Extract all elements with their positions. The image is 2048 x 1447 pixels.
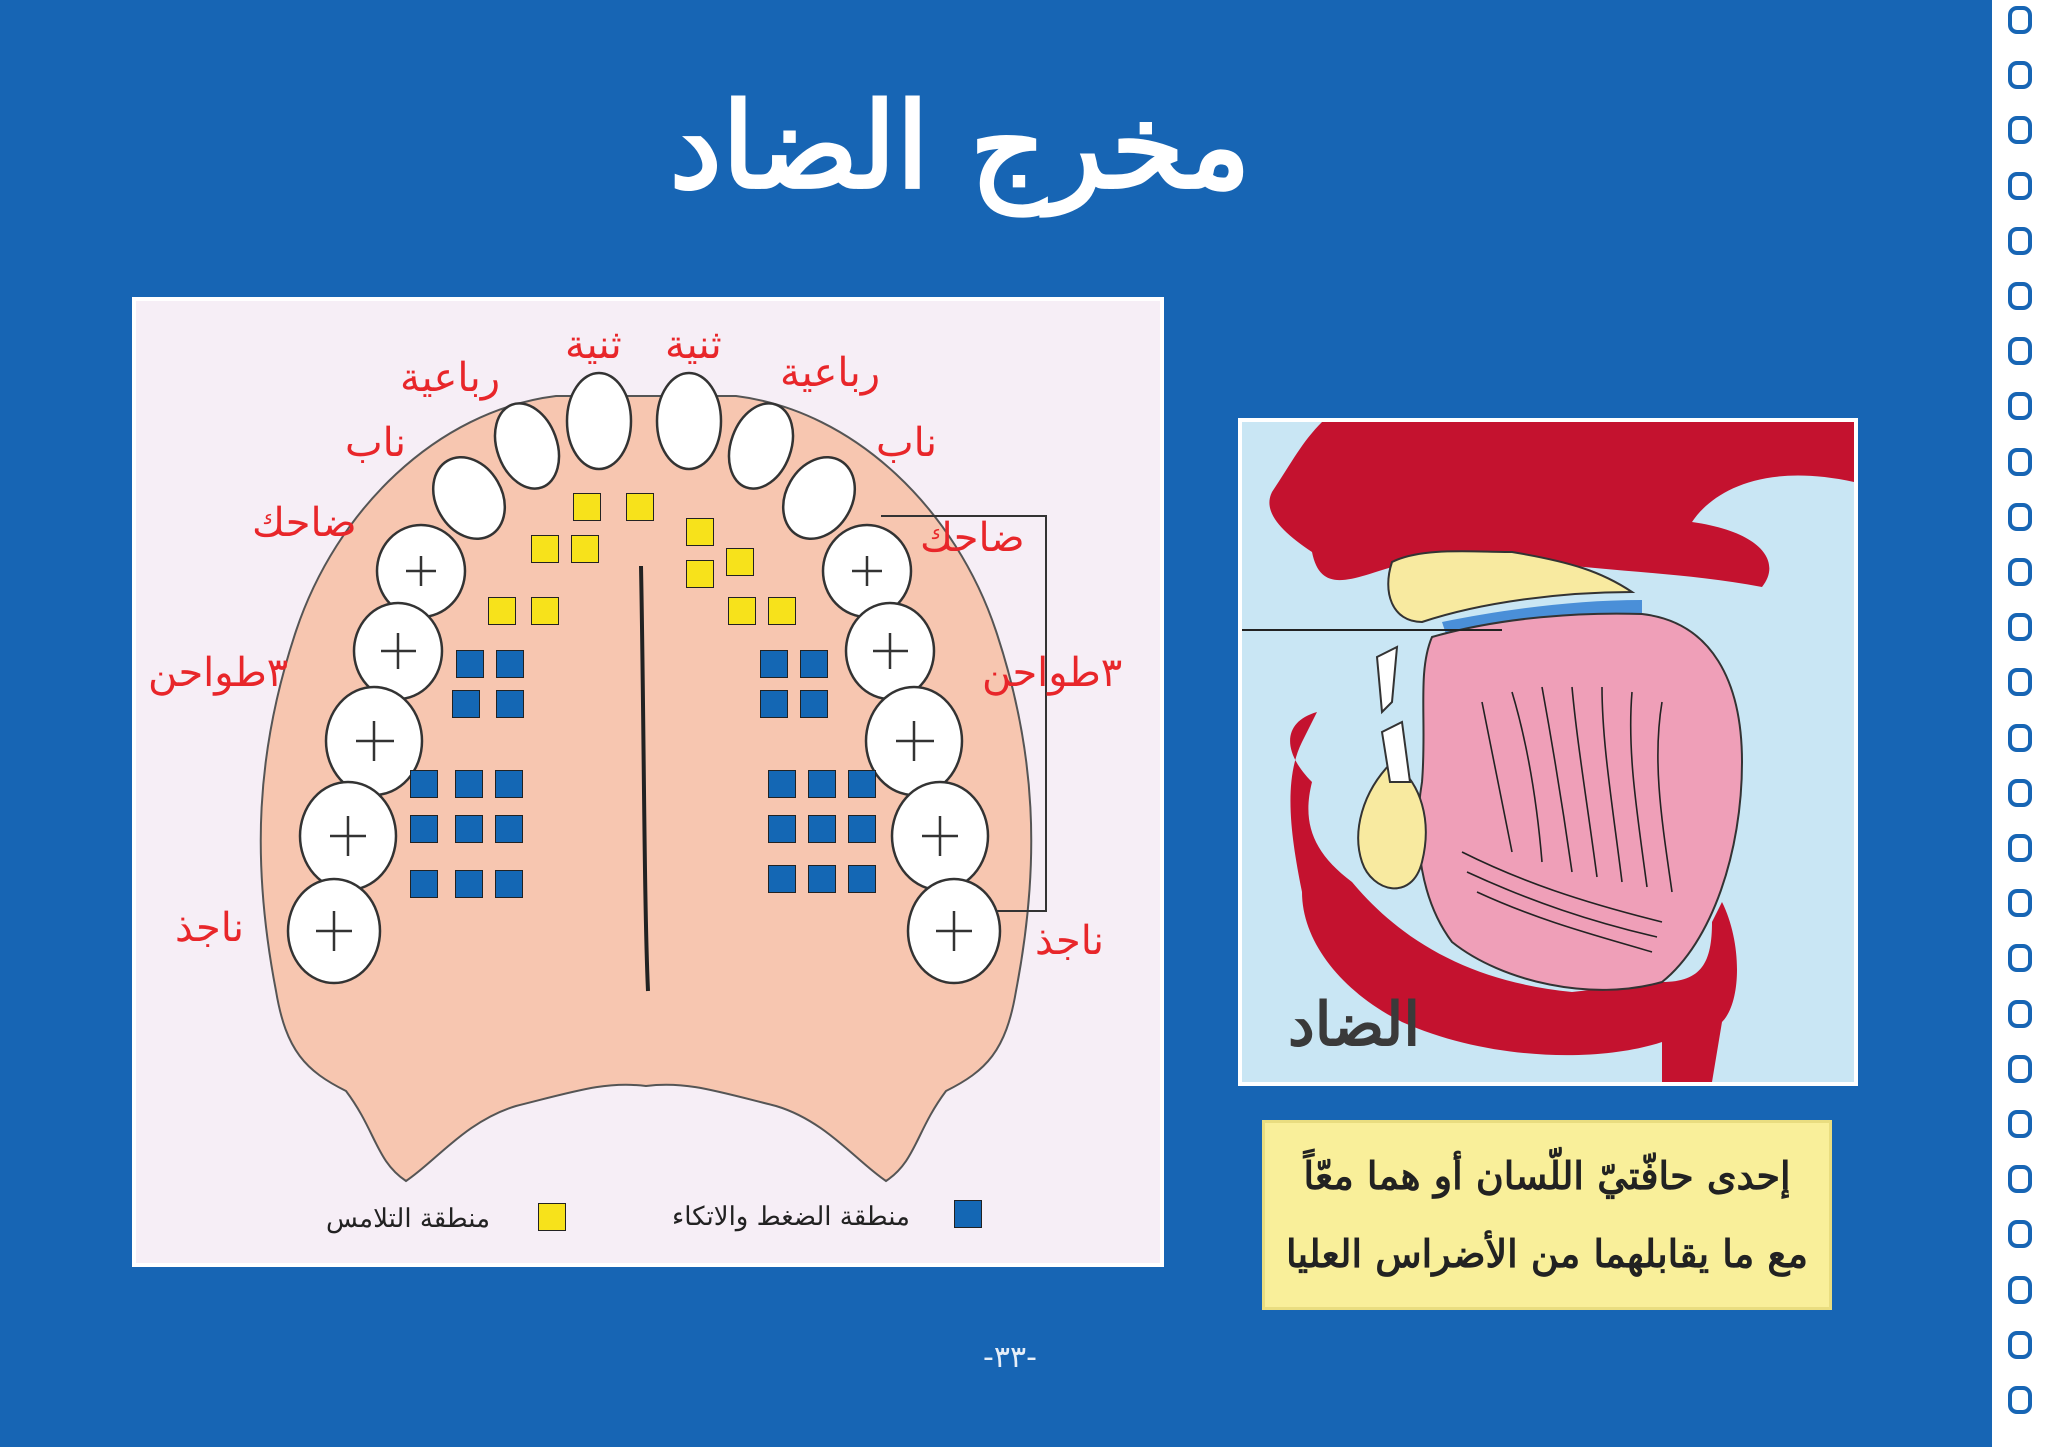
binding-ring — [2008, 282, 2032, 310]
mouth-section-diagram — [1238, 418, 1858, 1086]
contact-zone-square — [728, 597, 756, 625]
contact-zone-square — [531, 597, 559, 625]
pressure-zone-square — [760, 650, 788, 678]
label-lateral-left: رباعية — [400, 355, 501, 401]
pressure-zone-square — [848, 865, 876, 893]
pressure-zone-square — [760, 690, 788, 718]
pressure-zone-square — [768, 770, 796, 798]
pressure-zone-square — [496, 690, 524, 718]
caption-line-2: مع ما يقابلهما من الأضراس العليا — [1285, 1231, 1809, 1276]
pressure-zone-square — [495, 870, 523, 898]
pressure-zone-square — [495, 815, 523, 843]
binding-ring — [2008, 1275, 2032, 1304]
binding-ring — [2008, 1220, 2032, 1249]
contact-zone-square — [726, 548, 754, 576]
label-lateral-right: رباعية — [780, 350, 881, 396]
pressure-zone-square — [455, 870, 483, 898]
legend-pressure-swatch — [954, 1200, 982, 1228]
page-number: -٣٣- — [983, 1340, 1037, 1375]
caption-line-1: إحدى حافّتيّ اللّسان أو هما معّاً — [1303, 1153, 1791, 1198]
pressure-zone-square — [800, 650, 828, 678]
pressure-zone-square — [808, 770, 836, 798]
diagram-sound-label: الضاد — [1288, 990, 1420, 1060]
label-wisdom-left: ناجذ — [175, 905, 245, 951]
binding-ring — [2008, 61, 2032, 90]
label-central-right: ثنية — [665, 322, 722, 368]
contact-zone-square — [571, 535, 599, 563]
binding-ring — [2008, 502, 2032, 531]
spiral-binding — [1992, 0, 2048, 1447]
binding-ring — [2008, 999, 2032, 1028]
binding-ring — [2008, 723, 2032, 752]
contact-zone-square — [686, 518, 714, 546]
label-molars-left: ٣طواحن — [148, 650, 289, 696]
label-wisdom-right: ناجذ — [1035, 918, 1105, 964]
pressure-zone-square — [410, 870, 438, 898]
label-canine-right: ناب — [876, 420, 937, 466]
binding-ring — [2008, 392, 2032, 421]
legend-contact-swatch — [538, 1203, 566, 1231]
caption-box: إحدى حافّتيّ اللّسان أو هما معّاً مع ما … — [1262, 1120, 1832, 1310]
contact-zone-square — [626, 493, 654, 521]
binding-ring — [2008, 1110, 2032, 1138]
pressure-zone-square — [768, 815, 796, 843]
contact-zone-square — [573, 493, 601, 521]
pressure-zone-square — [410, 770, 438, 798]
label-premolar-left: ضاحك — [252, 500, 357, 546]
palate-diagram-panel — [132, 297, 1164, 1267]
page-title: مخرج الضاد — [669, 76, 1251, 215]
binding-ring — [2008, 447, 2032, 476]
binding-ring — [2008, 1054, 2032, 1083]
pressure-zone-square — [452, 690, 480, 718]
contact-zone-square — [768, 597, 796, 625]
pressure-zone-square — [496, 650, 524, 678]
contact-zone-square — [686, 560, 714, 588]
pressure-zone-square — [495, 770, 523, 798]
binding-ring — [2008, 558, 2032, 586]
binding-ring — [2008, 778, 2032, 807]
palate-diagram — [136, 301, 1160, 1263]
pressure-zone-square — [808, 865, 836, 893]
label-canine-left: ناب — [345, 420, 406, 466]
label-central-left: ثنية — [565, 322, 622, 368]
pressure-zone-square — [848, 815, 876, 843]
binding-ring — [2008, 1165, 2032, 1194]
label-molars-right: ٣طواحن — [982, 650, 1123, 696]
pressure-zone-square — [456, 650, 484, 678]
binding-ring — [2008, 337, 2032, 366]
contact-zone-square — [488, 597, 516, 625]
binding-ring — [2008, 889, 2032, 918]
mouth-section-svg — [1242, 422, 1854, 1082]
binding-ring — [2008, 1330, 2032, 1359]
pressure-zone-square — [455, 815, 483, 843]
binding-ring — [2008, 6, 2032, 34]
binding-ring — [2008, 226, 2032, 255]
pressure-zone-square — [768, 865, 796, 893]
legend-contact-label: منطقة التلامس — [326, 1204, 491, 1234]
binding-ring — [2008, 944, 2032, 973]
pressure-zone-square — [848, 770, 876, 798]
binding-ring — [2008, 1386, 2032, 1414]
pressure-zone-square — [800, 690, 828, 718]
binding-ring — [2008, 613, 2032, 642]
pressure-zone-square — [410, 815, 438, 843]
binding-ring — [2008, 116, 2032, 145]
pressure-zone-square — [808, 815, 836, 843]
binding-ring — [2008, 668, 2032, 697]
binding-ring — [2008, 834, 2032, 862]
label-premolar-right: ضاحك — [920, 515, 1025, 561]
legend-pressure-label: منطقة الضغط والاتكاء — [672, 1202, 910, 1232]
contact-zone-square — [531, 535, 559, 563]
binding-ring — [2008, 171, 2032, 200]
pressure-zone-square — [455, 770, 483, 798]
